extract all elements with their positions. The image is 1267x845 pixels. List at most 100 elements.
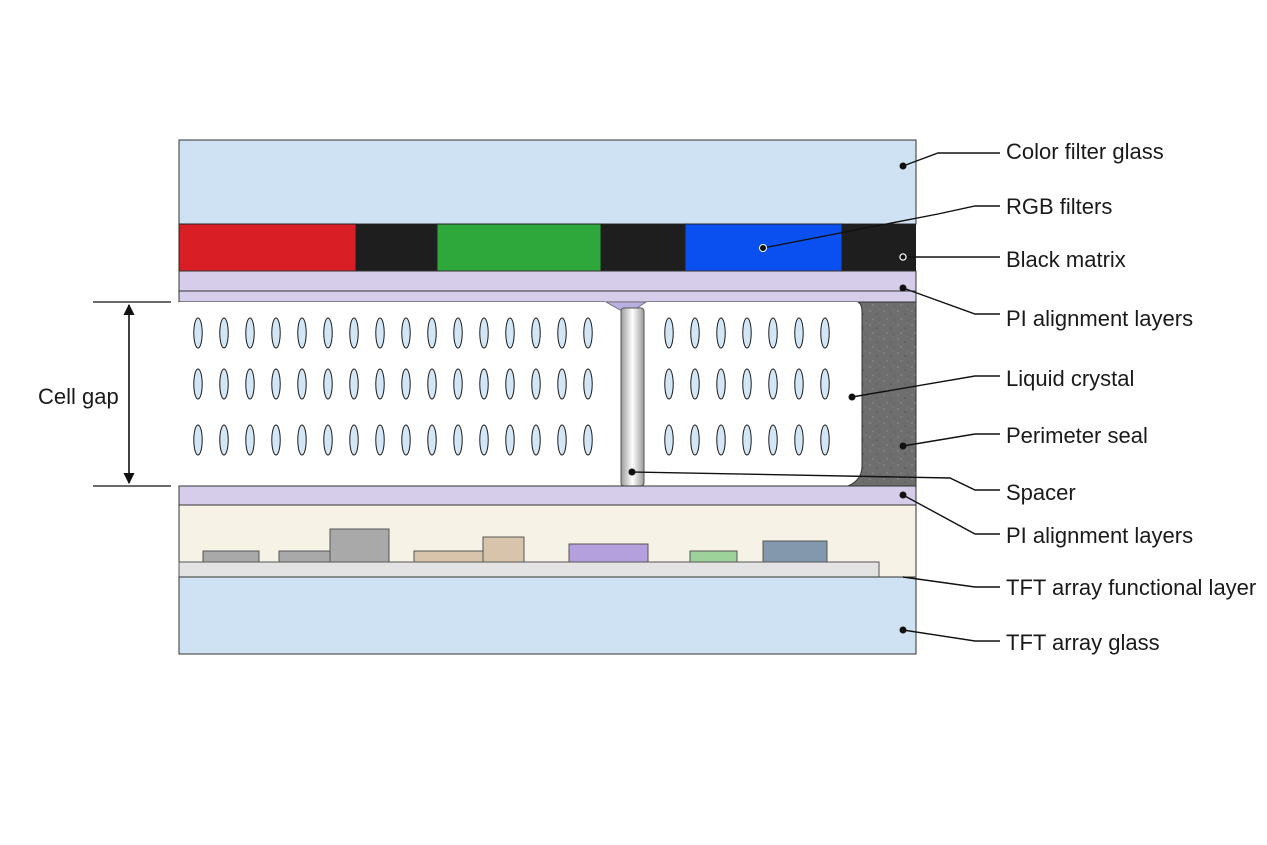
lc-molecule <box>401 424 411 456</box>
rgb-filter-row <box>178 223 916 272</box>
lc-molecule <box>505 368 515 400</box>
lc-molecule <box>557 368 567 400</box>
pi-alignment-top-2 <box>178 290 917 303</box>
label-black-matrix: Black matrix <box>1006 247 1126 272</box>
lc-molecule <box>794 424 804 456</box>
lc-molecule <box>193 317 203 349</box>
tft-component-tan-2 <box>482 536 525 563</box>
lc-molecule <box>427 368 437 400</box>
label-tft-functional: TFT array functional layer <box>1006 575 1256 600</box>
lc-molecule <box>271 368 281 400</box>
lc-molecule <box>297 368 307 400</box>
black-matrix-3 <box>842 224 916 271</box>
lc-molecule <box>427 317 437 349</box>
label-pi-alignment-bottom: PI alignment layers <box>1006 523 1193 548</box>
lc-molecule <box>219 368 229 400</box>
lc-molecule <box>794 368 804 400</box>
lc-molecule <box>219 317 229 349</box>
tft-component-purple <box>568 543 649 563</box>
black-matrix-1 <box>356 224 437 271</box>
lc-molecule <box>219 424 229 456</box>
black-matrix-2 <box>601 224 685 271</box>
lc-molecule <box>583 368 593 400</box>
lc-molecule <box>557 317 567 349</box>
lc-molecule <box>794 317 804 349</box>
lc-molecule <box>245 424 255 456</box>
tft-component-tan-1 <box>413 550 485 563</box>
lc-molecule <box>557 424 567 456</box>
lc-molecule <box>583 317 593 349</box>
lc-molecule <box>323 424 333 456</box>
tft-component-green <box>689 550 738 563</box>
color-filter-glass <box>178 139 917 225</box>
label-perimeter-seal: Perimeter seal <box>1006 423 1148 448</box>
lc-molecule <box>479 317 489 349</box>
lc-molecule <box>664 424 674 456</box>
lc-molecule <box>768 424 778 456</box>
liquid-crystal-molecules <box>193 317 830 456</box>
lc-molecule <box>479 368 489 400</box>
leader-lines <box>631 152 1000 642</box>
lc-molecule <box>768 368 778 400</box>
tft-base-strip <box>178 561 880 578</box>
lc-molecule <box>349 368 359 400</box>
lc-molecule <box>453 317 463 349</box>
label-pi-alignment-top: PI alignment layers <box>1006 306 1193 331</box>
red-filter <box>178 223 357 272</box>
label-spacer: Spacer <box>1006 480 1076 505</box>
pi-alignment-top-1 <box>178 270 917 292</box>
lc-molecule <box>768 317 778 349</box>
lc-molecule <box>297 317 307 349</box>
lc-molecule <box>375 424 385 456</box>
lc-molecule <box>245 368 255 400</box>
cell-gap-dimension <box>93 301 171 487</box>
lc-molecule <box>479 424 489 456</box>
lc-molecule <box>820 317 830 349</box>
tft-component-gray-1 <box>202 550 260 563</box>
lc-molecule <box>401 317 411 349</box>
lc-molecule <box>664 368 674 400</box>
pi-alignment-bottom <box>178 485 917 506</box>
lc-molecule <box>742 317 752 349</box>
label-tft-glass: TFT array glass <box>1006 630 1160 655</box>
lc-molecule <box>427 424 437 456</box>
lc-molecule <box>375 368 385 400</box>
lc-molecule <box>453 368 463 400</box>
lc-molecule <box>271 317 281 349</box>
lc-molecule <box>401 368 411 400</box>
lc-molecule <box>716 424 726 456</box>
lc-molecule <box>583 424 593 456</box>
black-matrix-dot <box>900 254 906 260</box>
lc-molecule <box>349 424 359 456</box>
lc-molecule <box>690 317 700 349</box>
lc-molecule <box>323 368 333 400</box>
lc-molecule <box>690 424 700 456</box>
label-color-filter-glass: Color filter glass <box>1006 139 1164 164</box>
lc-molecule <box>716 368 726 400</box>
lc-molecule <box>193 368 203 400</box>
lc-molecule <box>742 368 752 400</box>
lc-molecule <box>297 424 307 456</box>
tft-component-gray-2 <box>278 550 332 563</box>
lc-molecule <box>505 317 515 349</box>
lc-molecule <box>271 424 281 456</box>
cell-gap-label: Cell gap <box>38 384 119 409</box>
lc-molecule <box>505 424 515 456</box>
lc-molecule <box>375 317 385 349</box>
green-filter <box>436 223 602 272</box>
lc-molecule <box>690 368 700 400</box>
lc-molecule <box>820 368 830 400</box>
lc-molecule <box>245 317 255 349</box>
lc-molecule <box>193 424 203 456</box>
tft-component-slate <box>762 540 828 563</box>
lc-molecule <box>453 424 463 456</box>
lc-molecule <box>716 317 726 349</box>
tft-component-gray-3 <box>329 528 390 563</box>
lc-molecule <box>820 424 830 456</box>
tft-array-glass <box>178 576 917 655</box>
lc-molecule <box>323 317 333 349</box>
lc-molecule <box>349 317 359 349</box>
lc-molecule <box>664 317 674 349</box>
lc-molecule <box>531 368 541 400</box>
